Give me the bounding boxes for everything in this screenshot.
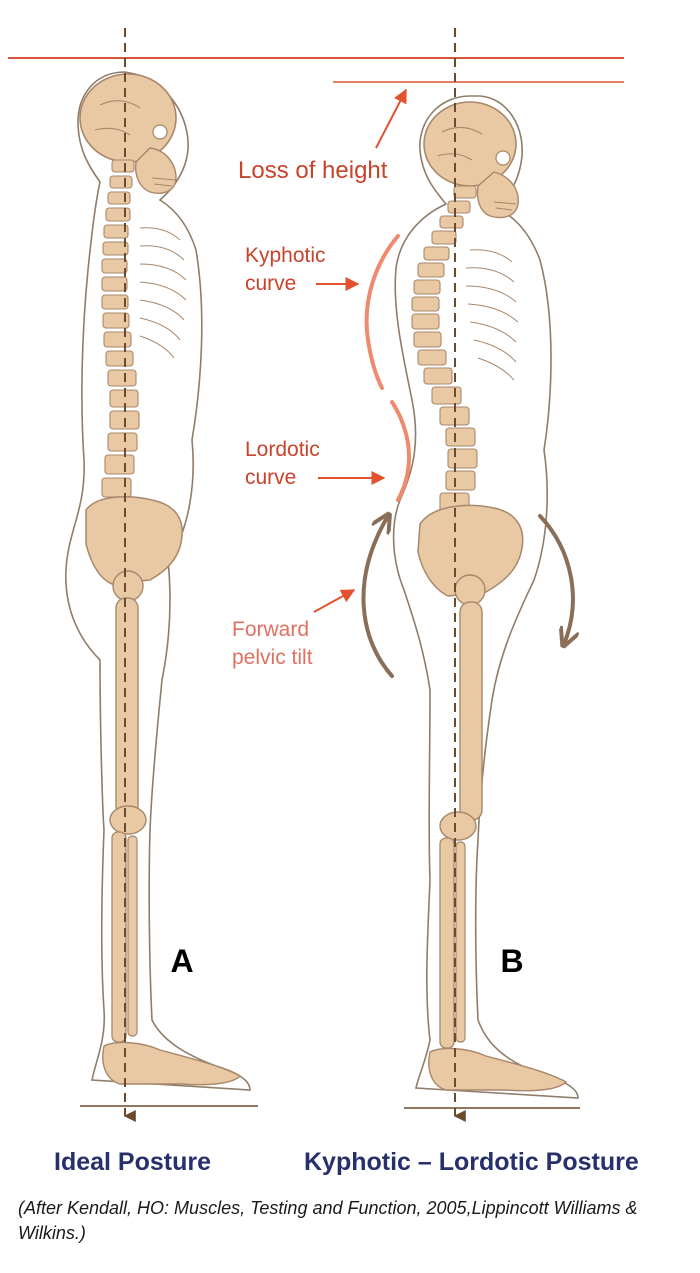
figure-a-fibula [127, 835, 138, 1037]
pelvic-tilt-label-line2: pelvic tilt [232, 646, 313, 669]
figure-b-femur [459, 601, 483, 821]
figure-b-knee [439, 811, 477, 841]
figure-b-skull [423, 101, 519, 219]
figure-a-tibia [111, 831, 127, 1043]
figure-b-letter: B [500, 943, 523, 979]
caption-kyphotic-lordotic-posture: Kyphotic – Lordotic Posture [304, 1148, 639, 1176]
figure-a-skull [79, 73, 177, 194]
figure-a-pelvis [85, 496, 183, 585]
figure-b-pelvis [417, 504, 524, 597]
figure-b-foot [428, 1047, 568, 1092]
figure-b-tibia [439, 837, 455, 1049]
pelvic-tilt-pointer [313, 589, 356, 613]
kyphotic-curve-highlight [364, 234, 400, 390]
citation: (After Kendall, HO: Muscles, Testing and… [18, 1198, 638, 1243]
figure-b-ribs [465, 249, 519, 381]
lordotic-curve-highlight [390, 400, 411, 502]
kyphotic-label-line1: Kyphotic [245, 244, 326, 267]
kyphotic-label-line2: curve [245, 272, 296, 295]
figure-a-letter: A [170, 943, 193, 979]
loss-of-height-arrow [375, 88, 407, 149]
pelvic-tilt-arrow-back [538, 514, 573, 644]
pelvic-tilt-label-line1: Forward [232, 618, 309, 641]
figure-b-kyphotic-lordotic: B [361, 28, 580, 1122]
lordotic-label-line1: Lordotic [245, 438, 320, 461]
figure-a-ribs [139, 227, 187, 359]
loss-of-height-label: Loss of height [238, 157, 388, 184]
annotations: Loss of height Kyphotic curve Lordotic c… [232, 88, 407, 669]
figure-a-femur [115, 597, 139, 817]
caption-ideal-posture: Ideal Posture [54, 1148, 211, 1176]
figure-a-knee [109, 805, 147, 835]
figure-a-ideal: A [65, 28, 258, 1122]
figure-b-hip-joint [454, 574, 486, 606]
figure-a-body-outline [65, 71, 251, 1091]
pelvic-tilt-arrow-front [361, 516, 394, 678]
lordotic-label-line2: curve [245, 466, 296, 489]
figure-b-fibula [455, 841, 466, 1043]
figure-a-hip-joint [112, 570, 144, 602]
figure-b-body-outline [392, 95, 579, 1099]
figure-a-foot [102, 1041, 242, 1086]
